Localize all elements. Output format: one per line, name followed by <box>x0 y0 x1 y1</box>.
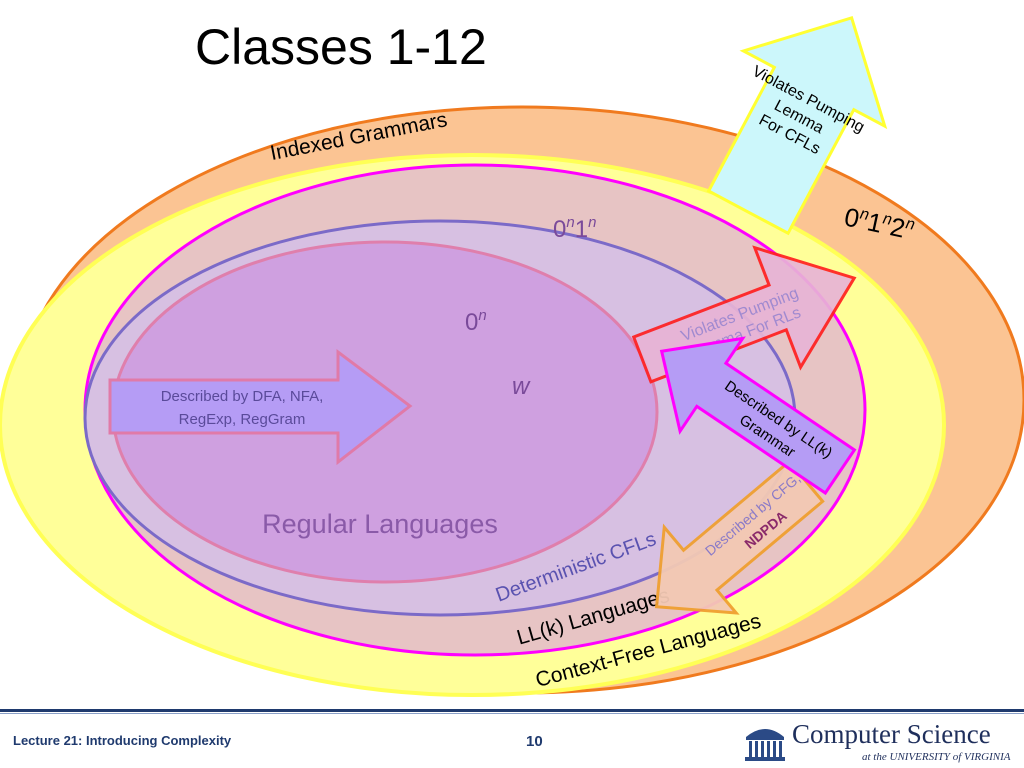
page-number: 10 <box>526 733 543 750</box>
language-class-diagram: Indexed Grammars Context-Free Languages … <box>0 16 1024 697</box>
cs-uva-logo: Computer Science at the UNIVERSITY of VI… <box>742 717 1012 767</box>
footer-divider <box>0 709 1024 712</box>
footer-lecture-title: Lecture 21: Introducing Complexity <box>13 733 232 748</box>
rotunda-icon <box>745 729 785 761</box>
slide-title: Classes 1-12 <box>195 19 487 75</box>
dfa-arrow-line2: RegExp, RegGram <box>179 411 306 428</box>
w-example: w <box>512 373 531 400</box>
zero-n-one-n-example: 0n1n <box>553 214 596 243</box>
logo-text-sub: at the UNIVERSITY of VIRGINIA <box>862 751 1011 763</box>
dfa-arrow-line1: Described by DFA, NFA, <box>161 388 324 405</box>
dfa-arrow: Described by DFA, NFA, RegExp, RegGram <box>108 349 413 466</box>
regular-languages-label: Regular Languages <box>262 509 498 539</box>
zero-n-one-n-two-n-example: 0n1n2n <box>842 202 917 246</box>
pumping-cfl-arrow: Violates Pumping Lemma For CFLs <box>706 16 888 236</box>
logo-text-main: Computer Science <box>792 719 991 749</box>
zero-n-example: 0n <box>465 307 487 336</box>
footer-divider-thin <box>0 713 1024 714</box>
